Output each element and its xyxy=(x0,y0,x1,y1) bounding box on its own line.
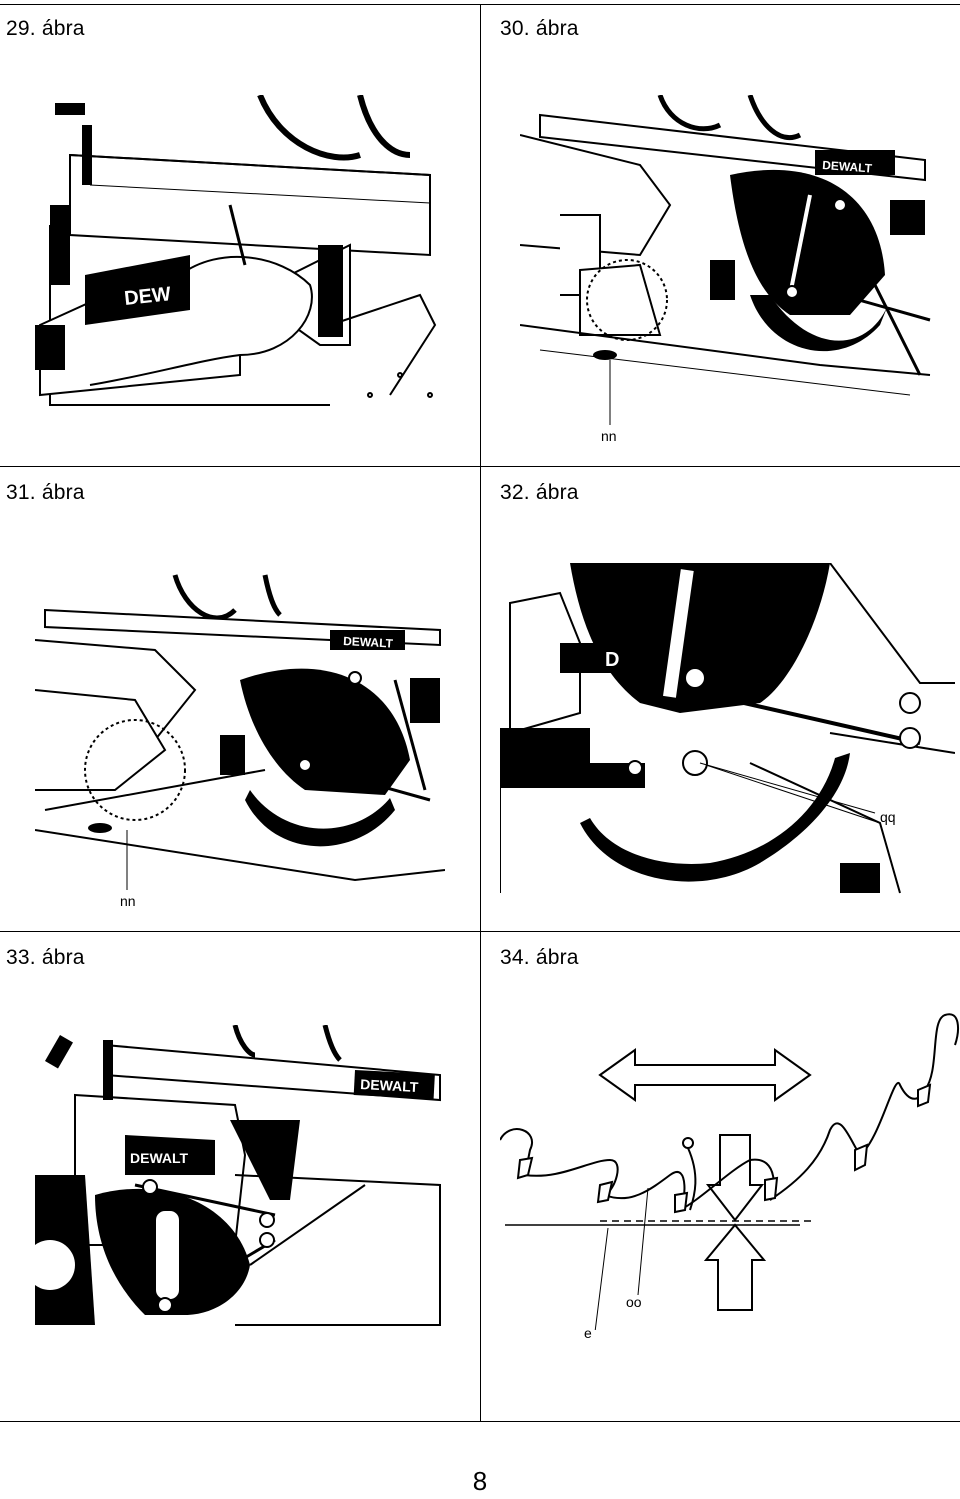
svg-text:DEWALT: DEWALT xyxy=(360,1076,419,1095)
dewalt-logo: D xyxy=(605,649,619,671)
column-divider xyxy=(480,4,481,1421)
dewalt-logo: DEW xyxy=(123,283,172,310)
figure-34-illustration xyxy=(500,1013,959,1330)
double-arrow-icon xyxy=(598,1048,812,1102)
up-arrow-icon xyxy=(703,1223,767,1311)
figure-32-illustration: D xyxy=(500,563,955,894)
bottom-rule xyxy=(0,1421,960,1422)
figure-29-illustration: DEW xyxy=(35,95,437,406)
callout-e: e xyxy=(584,1325,592,1341)
figure-29-caption: 29. ábra xyxy=(6,17,85,40)
dewalt-logo: DEWALT xyxy=(343,634,394,651)
svg-text:DEWALT: DEWALT xyxy=(822,158,873,175)
figure-30-caption: 30. ábra xyxy=(500,17,579,40)
callout-oo: oo xyxy=(626,1294,642,1310)
svg-text:D: D xyxy=(605,649,619,671)
callout-nn-fig30: nn xyxy=(601,428,617,444)
figure-31-illustration: DEWALT xyxy=(35,574,445,890)
dewalt-logo: DEWALT DEWALT xyxy=(130,1076,419,1166)
callout-nn-fig31: nn xyxy=(120,893,136,909)
down-arrow-icon xyxy=(705,1134,765,1222)
figure-33-caption: 33. ábra xyxy=(6,946,85,969)
svg-text:DEWALT: DEWALT xyxy=(130,1150,189,1166)
figure-32-caption: 32. ábra xyxy=(500,481,579,504)
figure-33-illustration: DEWALT DEWALT xyxy=(35,1025,441,1326)
figure-31-caption: 31. ábra xyxy=(6,481,85,504)
page-number: 8 xyxy=(472,1466,488,1496)
dewalt-logo: DEWALT xyxy=(822,158,873,175)
svg-text:DEW: DEW xyxy=(123,283,172,310)
svg-text:DEWALT: DEWALT xyxy=(343,634,394,651)
figure-30-illustration: DEWALT xyxy=(520,95,931,425)
callout-qq: qq xyxy=(880,809,896,825)
figure-34-caption: 34. ábra xyxy=(500,946,579,969)
